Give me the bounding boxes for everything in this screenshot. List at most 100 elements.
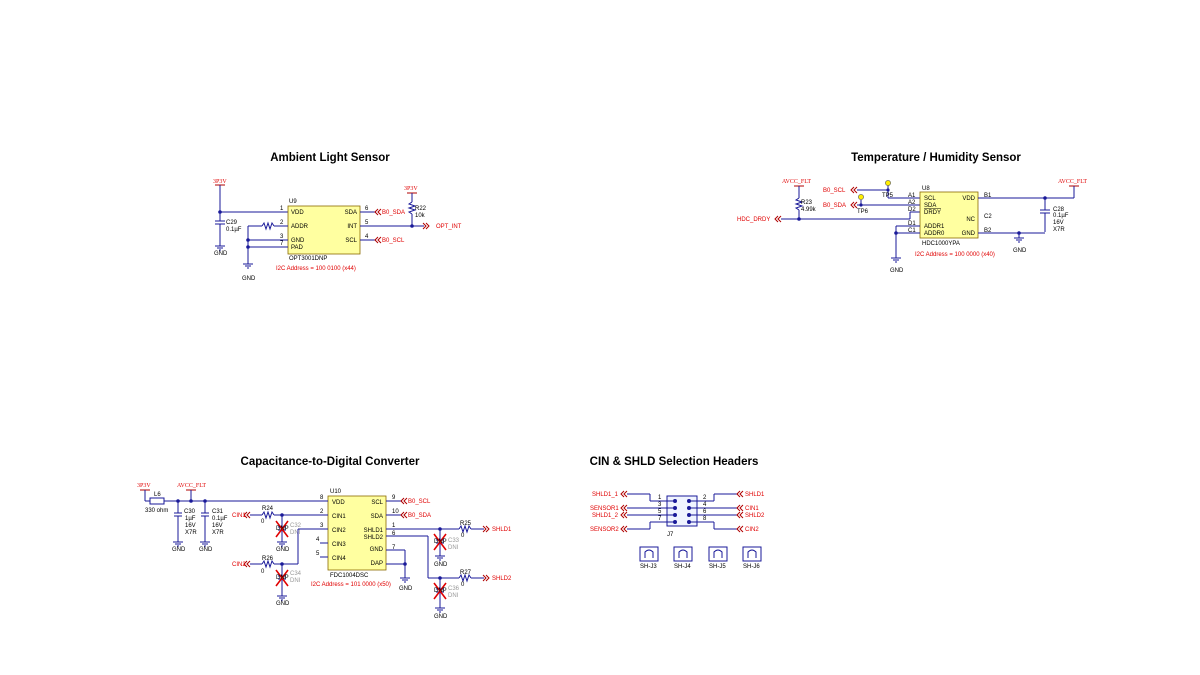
- pin-number: 2: [703, 495, 707, 501]
- pin-label: VDD: [291, 210, 304, 216]
- pin-label: DRDY: [924, 210, 941, 216]
- pin-label: SCL: [345, 238, 357, 244]
- pin-number: A1: [908, 193, 916, 199]
- chip-refdes: U8: [922, 186, 930, 192]
- capacitor-voltage: 16V: [185, 523, 196, 529]
- jumper-label: SH-J4: [674, 564, 691, 570]
- test-point-label: TP6: [857, 209, 869, 215]
- pin-number: 4: [703, 502, 707, 508]
- net-label: CIN1: [745, 506, 759, 512]
- resistor-value: 0: [461, 533, 465, 539]
- resistor-ref: R22: [415, 206, 427, 212]
- pin-label: ADDR: [291, 224, 309, 230]
- jumper-label: SH-J3: [640, 564, 657, 570]
- inductor-value: 330 ohm: [145, 508, 168, 514]
- cdc-section-title: Capacitance-to-Digital Converter: [241, 456, 420, 468]
- pin-label: INT: [347, 224, 357, 230]
- capacitor-ref: C29: [226, 220, 238, 226]
- resistor-value: 0: [261, 569, 265, 575]
- pin-number: 9: [392, 495, 396, 501]
- pin-label: NC: [966, 217, 975, 223]
- gnd-label: GND: [434, 614, 448, 620]
- shunt-jumper: SH-J3: [639, 546, 659, 570]
- pin-number: 7: [280, 241, 284, 247]
- net-label: CIN1: [232, 513, 246, 519]
- pin-number: 2: [280, 220, 284, 226]
- net-label: CIN2: [745, 527, 759, 533]
- pin-number: C2: [984, 214, 992, 220]
- i2c-address: I2C Address = 100 0000 (x40): [915, 252, 995, 258]
- pin-label: SHLD1: [364, 528, 384, 534]
- pin-number: 4: [365, 234, 369, 240]
- selection-headers-block: J7 SHLD1_1 SENSOR1 SHLD1_2 SENSOR2 1 3 5…: [590, 490, 765, 570]
- capacitor-value: 0.1µF: [1053, 213, 1069, 219]
- pin-label: SCL: [924, 196, 936, 202]
- gnd-label: GND: [890, 268, 904, 274]
- dnp-label: DNP: [276, 526, 289, 532]
- net-label: B0_SDA: [382, 210, 405, 216]
- chip-refdes: U9: [289, 199, 297, 205]
- power-label: AVCC_FLT: [1058, 179, 1087, 185]
- pin-number: 4: [316, 537, 320, 543]
- capacitor-dielectric: X7R: [185, 530, 197, 536]
- pin-number: 6: [392, 531, 396, 537]
- capacitor-ref: C32: [290, 523, 302, 529]
- capacitor-dielectric: X7R: [212, 530, 224, 536]
- dnp-label: DNP: [276, 575, 289, 581]
- gnd-label: GND: [434, 562, 448, 568]
- i2c-address: I2C Address = 101 0000 (x50): [311, 582, 391, 588]
- chip-refdes: U10: [330, 489, 342, 495]
- dni-label: DNI: [448, 593, 459, 599]
- capacitor-value: 0.1µF: [212, 516, 228, 522]
- capacitor-voltage: 16V: [1053, 220, 1064, 226]
- pin-number: 8: [703, 516, 707, 522]
- fdc1004-chip: [327, 495, 387, 571]
- dni-label: DNI: [290, 578, 301, 584]
- ferrite-bead: [149, 497, 165, 505]
- net-label: SHLD1_1: [592, 492, 619, 498]
- dni-label: DNI: [448, 545, 459, 551]
- pin-number: D1: [908, 221, 916, 227]
- net-label: HDC_DRDY: [737, 217, 770, 223]
- gnd-label: GND: [172, 547, 186, 553]
- resistor-value: 0: [461, 582, 465, 588]
- gnd-label: GND: [276, 547, 290, 553]
- temp-section-title: Temperature / Humidity Sensor: [851, 152, 1021, 164]
- pin-label: SHLD2: [364, 535, 384, 541]
- cdc-block: 3P3V L6 330 ohm AVCC_FLT GND C30 1µF 16V…: [137, 483, 512, 620]
- ambient-light-sensor-block: 3P3V C29 0.1µF GND U9 OPT3001DNP VDD ADD…: [213, 179, 462, 282]
- resistor-value: 4.99k: [801, 207, 817, 213]
- pin-label: GND: [291, 238, 305, 244]
- pin-number: A2: [908, 200, 916, 206]
- pin-number: 3: [280, 234, 284, 240]
- net-label: B0_SCL: [823, 188, 846, 194]
- resistor-ref: R26: [262, 556, 274, 562]
- pin-label: VDD: [962, 196, 975, 202]
- headers-section-title: CIN & SHLD Selection Headers: [590, 456, 759, 468]
- pin-number: 1: [392, 523, 396, 529]
- resistor-ref: R23: [801, 200, 813, 206]
- test-point-icon: [885, 180, 891, 186]
- pin-number: C1: [908, 228, 916, 234]
- resistor-ref: R27: [460, 570, 472, 576]
- pin-label: VDD: [332, 500, 345, 506]
- capacitor-ref: C34: [290, 571, 302, 577]
- capacitor-ref: C28: [1053, 207, 1065, 213]
- capacitor-ref: C31: [212, 509, 224, 515]
- capacitor-ref: C36: [448, 586, 460, 592]
- resistor-ref: R24: [262, 506, 274, 512]
- pin-number: 3: [658, 502, 662, 508]
- capacitor-dielectric: X7R: [1053, 227, 1065, 233]
- pin-label: GND: [962, 231, 976, 237]
- power-label: 3P3V: [137, 483, 151, 489]
- pin-number: 5: [316, 551, 320, 557]
- shunt-jumper: SH-J4: [673, 546, 693, 570]
- inductor-ref: L6: [154, 492, 161, 498]
- pin-number: 5: [365, 220, 369, 226]
- temperature-humidity-block: AVCC_FLT R23 4.99k HDC_DRDY B0_SCL B0_SD…: [737, 179, 1087, 274]
- pin-number: 1: [658, 495, 662, 501]
- net-label: CIN2: [232, 562, 246, 568]
- pin-number: 7: [658, 516, 662, 522]
- pin-label: ADDR1: [924, 224, 945, 230]
